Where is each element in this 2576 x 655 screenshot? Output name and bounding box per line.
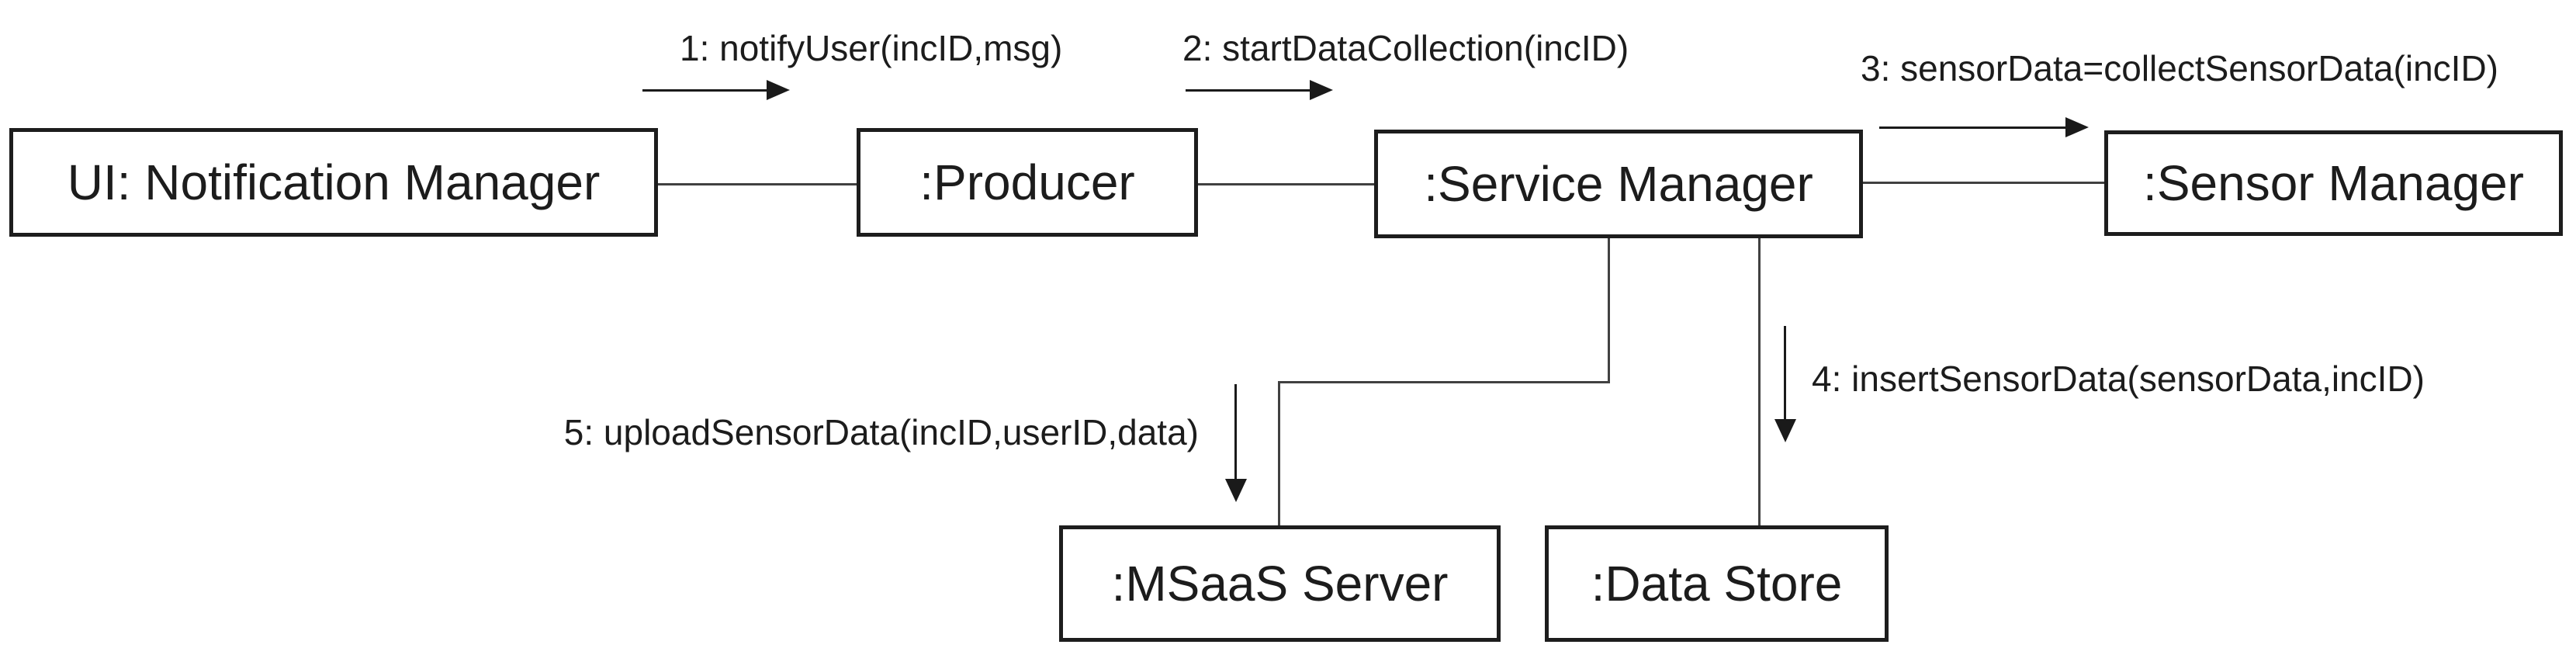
message-1-arrow-right-icon: [642, 80, 790, 100]
node-label: :MSaaS Server: [1111, 556, 1449, 612]
link-service-manager-msaas-elbow-vertical: [1608, 238, 1610, 383]
node-label: :Service Manager: [1424, 156, 1813, 212]
link-service-manager-msaas-elbow-horizontal: [1278, 381, 1610, 383]
arrow-shaft: [642, 89, 770, 92]
message-5-label: 5: uploadSensorData(incID,userID,data): [563, 412, 1199, 452]
arrow-head-icon: [2065, 117, 2089, 137]
message-1-label: 1: notifyUser(incID,msg): [680, 28, 1063, 68]
message-2-label: 2: startDataCollection(incID): [1182, 28, 1629, 68]
node-label: :Producer: [919, 154, 1135, 210]
node-ui-notification-manager: UI: Notification Manager: [9, 128, 658, 237]
node-label: :Sensor Manager: [2143, 155, 2524, 211]
arrow-head-icon: [1225, 479, 1247, 502]
arrow-head-icon: [767, 80, 790, 100]
node-data-store: :Data Store: [1545, 525, 1889, 642]
link-ui-producer: [658, 183, 857, 185]
message-3-arrow-right-icon: [1879, 117, 2089, 137]
node-label: :Data Store: [1591, 556, 1843, 612]
message-4-arrow-down-icon: [1774, 326, 1796, 442]
arrow-shaft: [1186, 89, 1313, 92]
arrow-head-icon: [1774, 419, 1796, 442]
node-label: UI: Notification Manager: [67, 154, 601, 210]
arrow-head-icon: [1310, 80, 1333, 100]
link-service-manager-sensor-manager: [1863, 182, 2104, 184]
message-5-arrow-down-icon: [1225, 384, 1247, 502]
node-service-manager: :Service Manager: [1374, 130, 1863, 238]
node-msaas-server: :MSaaS Server: [1059, 525, 1501, 642]
node-sensor-manager: :Sensor Manager: [2104, 130, 2563, 236]
arrow-shaft: [1234, 384, 1237, 482]
arrow-shaft: [1879, 126, 2069, 129]
node-producer: :Producer: [857, 128, 1198, 237]
message-3-label: 3: sensorData=collectSensorData(incID): [1861, 48, 2498, 88]
link-service-manager-data-store: [1758, 238, 1761, 525]
arrow-shaft: [1784, 326, 1786, 422]
link-service-manager-msaas-drop: [1278, 381, 1280, 525]
message-2-arrow-right-icon: [1186, 80, 1333, 100]
message-4-label: 4: insertSensorData(sensorData,incID): [1812, 359, 2425, 399]
link-producer-service-manager: [1198, 183, 1374, 185]
